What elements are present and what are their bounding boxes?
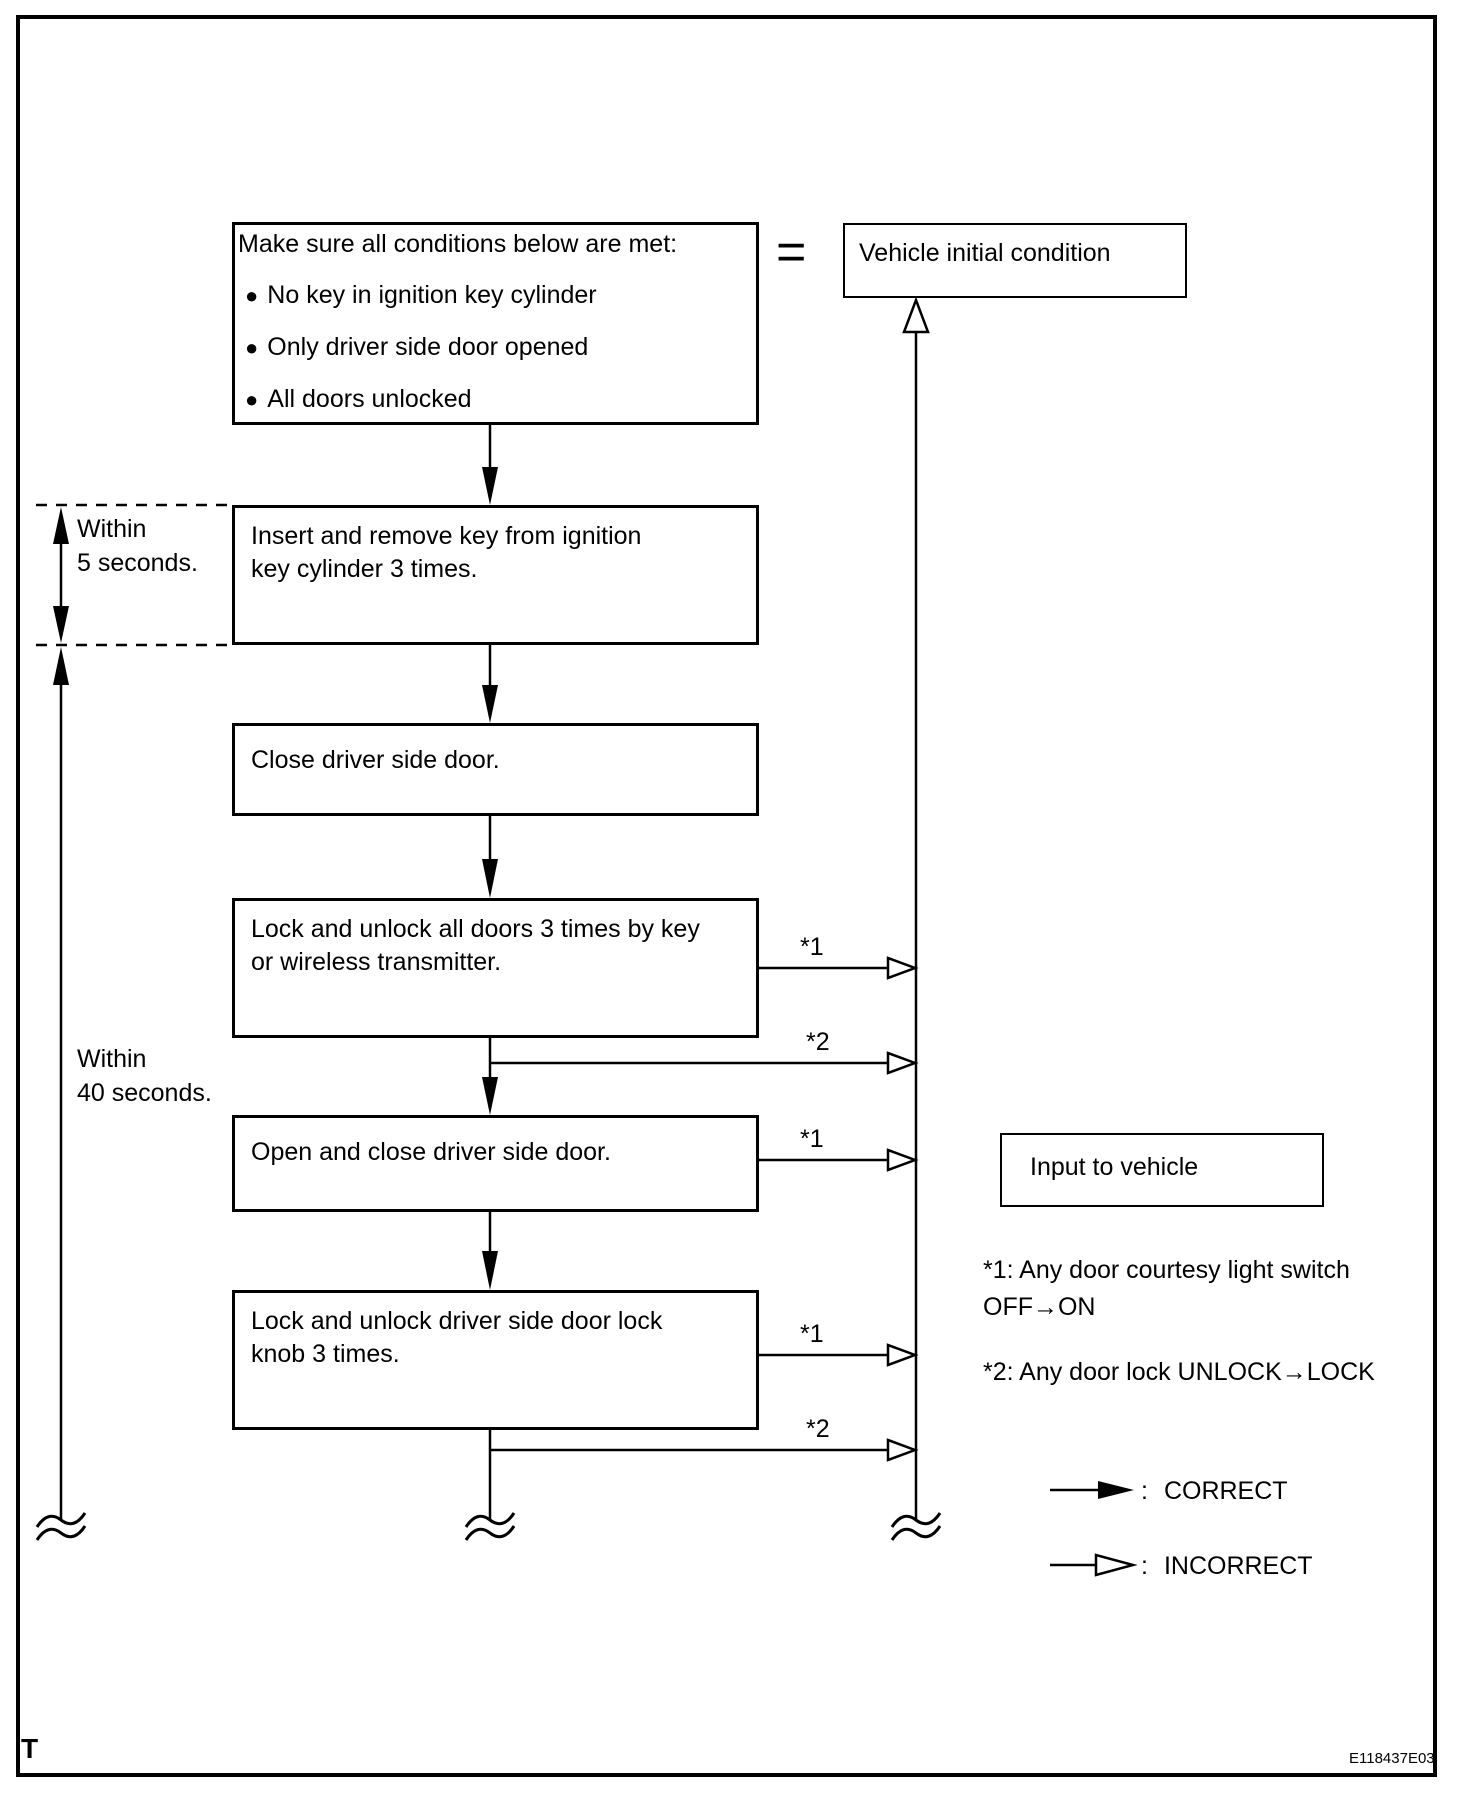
condition-bullet-3-text: All doors unlocked — [267, 385, 472, 413]
step-text-line: or wireless transmitter. — [251, 948, 502, 976]
figure-code: E118437E03 — [1349, 1750, 1435, 1767]
legend-correct-row: : CORRECT — [1141, 1476, 1288, 1506]
note-2: *2: Any door lock UNLOCK→LOCK — [983, 1358, 1375, 1386]
legend-incorrect-row: : INCORRECT — [1141, 1551, 1313, 1581]
callout-arrow-step4-1 — [758, 1148, 919, 1172]
bullet-icon: ● — [245, 283, 259, 308]
condition-bullet-1-text: No key in ignition key cylinder — [267, 281, 597, 309]
callout-arrow-step3-2 — [490, 1051, 919, 1075]
break-symbol-left — [35, 1512, 87, 1541]
condition-bullet-3: ● All doors unlocked — [235, 384, 756, 415]
condition-title: Make sure all conditions below are met: — [238, 230, 678, 258]
legend-colon: : — [1141, 1477, 1148, 1505]
page-border — [16, 15, 1437, 1777]
break-symbol-center — [464, 1512, 516, 1541]
bullet-icon: ● — [245, 335, 259, 360]
legend-correct-arrow — [1050, 1481, 1134, 1499]
callout-label-step5-2: *2 — [806, 1415, 830, 1443]
condition-bullet-1: ● No key in ignition key cylinder — [235, 280, 756, 311]
flow-arrow-down-3 — [482, 816, 498, 898]
vehicle-initial-condition-label: Vehicle initial condition — [859, 239, 1111, 267]
condition-box: Make sure all conditions below are met: … — [232, 222, 759, 425]
step-text-line: Close driver side door. — [251, 746, 500, 774]
condition-bullet-2: ● Only driver side door opened — [235, 332, 756, 363]
equals-sign: = — [776, 223, 807, 281]
callout-arrow-step5-2 — [490, 1438, 919, 1462]
flow-arrow-down-1 — [482, 425, 498, 505]
legend-correct-label: CORRECT — [1163, 1477, 1288, 1505]
timer-5s-line1: Within — [77, 515, 147, 543]
step-text-line: Lock and unlock driver side door lock — [251, 1307, 663, 1335]
step-box-lock-knob: Lock and unlock driver side door lock kn… — [232, 1290, 759, 1430]
note-1-line-1: *1: Any door courtesy light switch — [983, 1256, 1350, 1284]
timer-40s-line1: Within — [77, 1045, 147, 1073]
legend-colon: : — [1141, 1552, 1148, 1580]
step-text-line: Open and close driver side door. — [251, 1138, 611, 1166]
step-text-line: Insert and remove key from ignition — [251, 522, 642, 550]
callout-arrow-step5-1 — [758, 1343, 919, 1367]
input-to-vehicle-label: Input to vehicle — [1030, 1153, 1199, 1181]
break-symbol-right — [890, 1512, 942, 1541]
vehicle-initial-condition-box: Vehicle initial condition — [843, 223, 1187, 298]
legend-incorrect-arrow — [1050, 1553, 1138, 1577]
step-box-close-door: Close driver side door. — [232, 723, 759, 816]
flow-arrow-down-4 — [482, 1038, 498, 1115]
callout-arrow-step3-1 — [758, 956, 919, 980]
input-to-vehicle-box: Input to vehicle — [1000, 1133, 1324, 1207]
timer-5s-line2: 5 seconds. — [77, 549, 198, 577]
timer-arrow-40s — [53, 647, 69, 1521]
callout-label-step4-1: *1 — [800, 1125, 824, 1153]
timer-label-40s: Within 40 seconds. — [77, 1044, 212, 1108]
callout-label-step5-1: *1 — [800, 1320, 824, 1348]
note-1-line-2: OFF→ON — [983, 1293, 1096, 1321]
timer-label-5s: Within 5 seconds. — [77, 514, 198, 578]
flow-arrow-down-2 — [482, 645, 498, 723]
condition-bullet-2-text: Only driver side door opened — [267, 333, 589, 361]
collector-line — [902, 296, 930, 1521]
bullet-icon: ● — [245, 387, 259, 412]
timer-arrow-5s — [53, 507, 69, 643]
flow-arrow-down-5 — [482, 1212, 498, 1290]
callout-label-step3-1: *1 — [800, 933, 824, 961]
step-text-line: Lock and unlock all doors 3 times by key — [251, 915, 700, 943]
step-text-line: knob 3 times. — [251, 1340, 400, 1368]
step-text-line: key cylinder 3 times. — [251, 555, 478, 583]
corner-label: T — [21, 1733, 39, 1764]
timer-40s-line2: 40 seconds. — [77, 1079, 212, 1107]
step-box-lock-unlock-doors: Lock and unlock all doors 3 times by key… — [232, 898, 759, 1038]
callout-label-step3-2: *2 — [806, 1028, 830, 1056]
step-box-insert-key: Insert and remove key from ignition key … — [232, 505, 759, 645]
legend-incorrect-label: INCORRECT — [1163, 1552, 1313, 1580]
step-box-open-close-door: Open and close driver side door. — [232, 1115, 759, 1212]
